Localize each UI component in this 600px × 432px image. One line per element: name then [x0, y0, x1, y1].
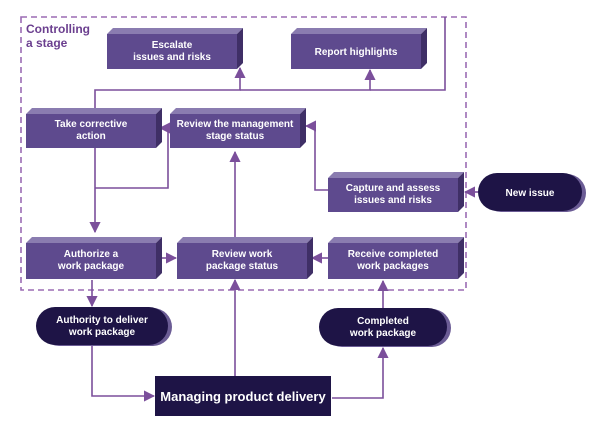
box-reviewwp-line-2: package status — [206, 261, 279, 272]
box-reviewmgmt-line-2: stage status — [206, 131, 265, 142]
connector-delivery-completed — [332, 346, 389, 399]
controlling-stage-frame — [20, 16, 467, 291]
box-report-highlights: Report highlights — [291, 28, 427, 69]
delivery-label: Managing product delivery — [160, 389, 326, 404]
connector-authority-delivery — [91, 346, 156, 402]
box-corrective-line-2: action — [76, 131, 105, 142]
connector-capture-reviewmgmt — [304, 120, 330, 191]
frame-title-line-2: a stage — [26, 36, 68, 50]
box-authorize-line-1: Authorize a — [64, 249, 119, 260]
box-receive-line-1: Receive completed — [348, 249, 439, 260]
connector-reviewmgmt-loop — [95, 128, 169, 189]
box-receive-line-2: work packages — [356, 261, 429, 272]
pill-new-issue: New issue — [478, 173, 586, 212]
svg-text:New issue: New issue — [506, 188, 555, 199]
box-reviewwp-line-1: Review work — [212, 249, 273, 260]
box-capture-line-1: Capture and assess — [346, 183, 441, 194]
box-escalate-line-2: issues and risks — [133, 52, 211, 63]
box-report-line-1: Report highlights — [315, 47, 398, 58]
box-corrective-line-1: Take corrective — [55, 119, 128, 130]
box-authorize-line-2: work package — [57, 261, 125, 272]
pill-completed-line-2: work package — [349, 328, 417, 339]
pill-authority-line-2: work package — [68, 327, 136, 338]
connector-report-loop — [240, 68, 376, 91]
svg-text:Report highlights: Report highlights — [315, 47, 398, 58]
pill-new-issue-line-1: New issue — [506, 188, 555, 199]
box-escalate-line-1: Escalate — [152, 40, 193, 51]
pill-authority-line-1: Authority to deliver — [56, 315, 148, 326]
box-reviewmgmt-line-1: Review the management — [177, 119, 294, 130]
frame-title: Controlling a stage — [26, 22, 93, 50]
connector-escalate-loop — [94, 66, 246, 108]
connector-top-right — [370, 17, 446, 91]
pill-completed-line-1: Completed — [357, 316, 409, 327]
box-managing-product-delivery: Managing product delivery — [155, 376, 331, 416]
frame-title-line-1: Controlling — [26, 22, 90, 36]
box-capture-line-2: issues and risks — [354, 195, 432, 206]
